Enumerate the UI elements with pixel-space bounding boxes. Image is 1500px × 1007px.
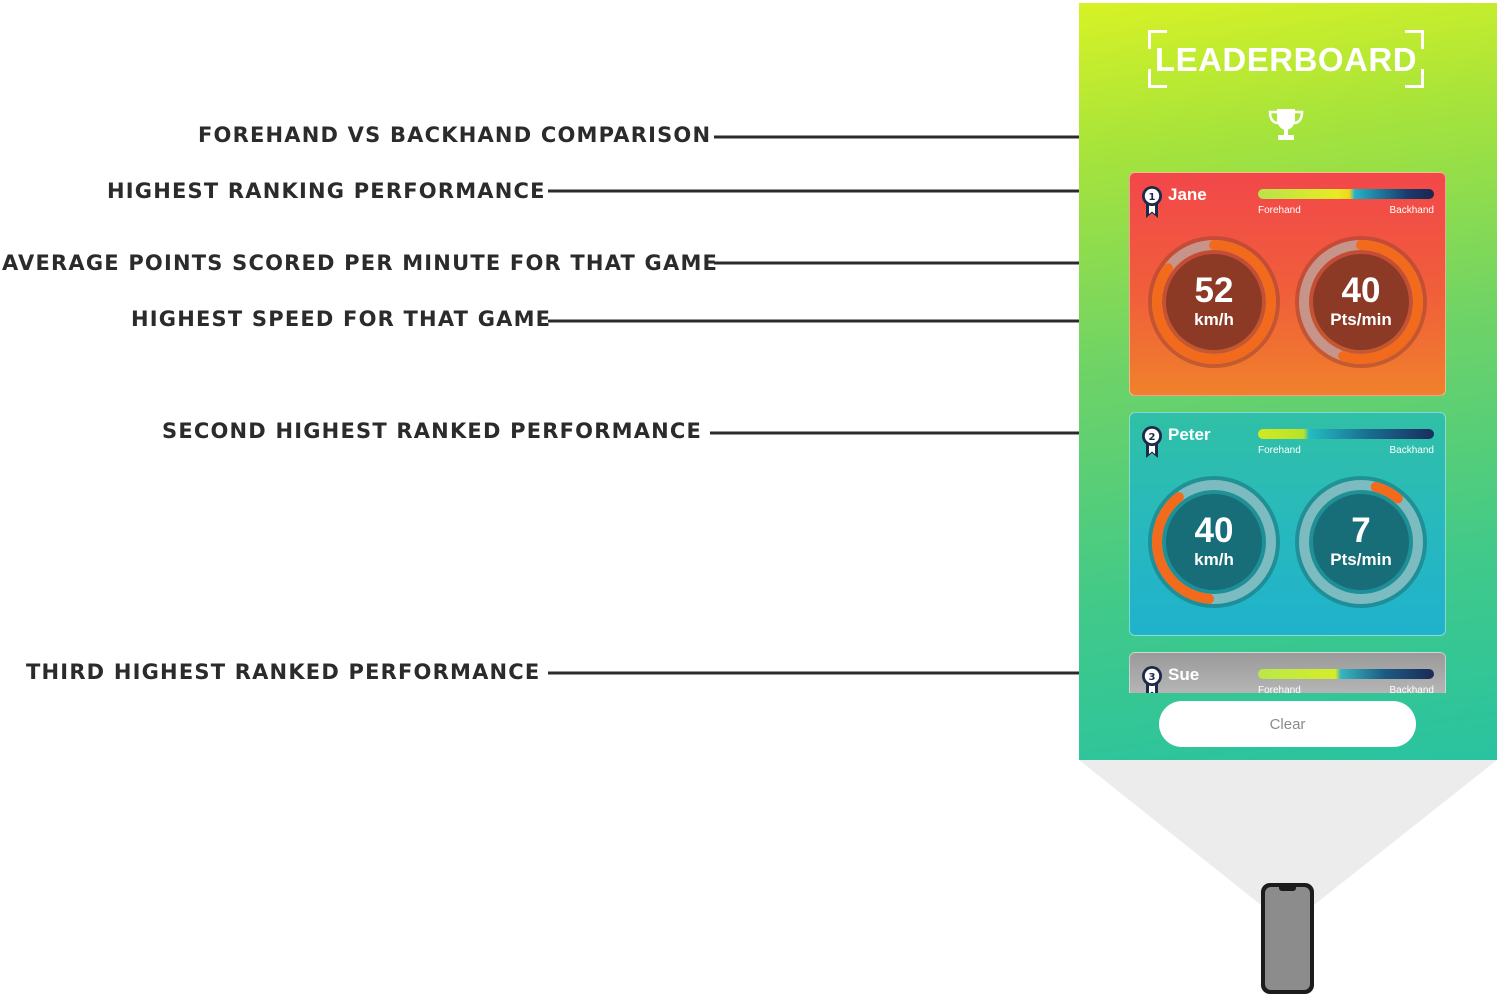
speed-gauge-arc	[1152, 240, 1276, 364]
clear-button[interactable]: Clear	[1159, 701, 1416, 747]
points-gauge: 7 Pts/min	[1292, 473, 1430, 611]
speed-value: 52	[1194, 271, 1234, 310]
rank-number: 2	[1149, 432, 1156, 443]
points-unit: Pts/min	[1330, 310, 1392, 329]
speed-gauge: 52 km/h	[1145, 233, 1283, 371]
points-gauge-arc	[1299, 240, 1423, 364]
rank-number: 3	[1149, 672, 1156, 683]
player-name: Peter	[1168, 425, 1211, 444]
backhand-label: Backhand	[1389, 685, 1434, 693]
speed-gauge: 40 km/h	[1145, 473, 1283, 611]
rank-number: 1	[1149, 192, 1156, 203]
leaderboard-title: LEADERBOARD	[1154, 41, 1418, 78]
callout-third-ranked: THIRD HIGHEST RANKED PERFORMANCE	[26, 660, 541, 684]
speed-value: 40	[1194, 511, 1234, 550]
leaderboard-panel: LEADERBOARD 1 Jane Forehand Backhand	[1079, 3, 1497, 760]
ribbon-badge-icon: 1	[1142, 186, 1162, 218]
points-value: 7	[1351, 511, 1371, 550]
ribbon-badge-icon: 3	[1142, 666, 1162, 693]
forehand-backhand-bar	[1258, 429, 1434, 439]
callout-highest-ranking: HIGHEST RANKING PERFORMANCE	[107, 179, 546, 203]
speed-gauge-arc	[1152, 480, 1276, 604]
points-gauge-arc	[1299, 480, 1423, 604]
callout-second-ranked: SECOND HIGHEST RANKED PERFORMANCE	[162, 419, 703, 443]
forehand-label: Forehand	[1258, 685, 1301, 693]
forehand-backhand-bar	[1258, 669, 1434, 679]
leaderboard-title-frame: LEADERBOARD	[1148, 30, 1424, 88]
forehand-label: Forehand	[1258, 445, 1301, 456]
speed-unit: km/h	[1194, 310, 1234, 329]
points-unit: Pts/min	[1330, 550, 1392, 569]
points-gauge: 40 Pts/min	[1292, 233, 1430, 371]
forehand-label: Forehand	[1258, 205, 1301, 216]
backhand-label: Backhand	[1389, 205, 1434, 216]
backhand-label: Backhand	[1389, 445, 1434, 456]
player-name: Jane	[1168, 185, 1207, 204]
leaderboard-card-2[interactable]: 2 Peter Forehand Backhand 40 km/h 7 P	[1129, 412, 1446, 636]
ribbon-badge-icon: 2	[1142, 426, 1162, 458]
forehand-backhand-bar	[1258, 189, 1434, 199]
leaderboard-card-1[interactable]: 1 Jane Forehand Backhand 52 km/h 40 P	[1129, 172, 1446, 396]
leaderboard-card-3[interactable]: 3 Sue Forehand Backhand	[1129, 652, 1446, 693]
callout-highest-speed: HIGHEST SPEED FOR THAT GAME	[131, 307, 552, 331]
points-value: 40	[1341, 271, 1381, 310]
speed-unit: km/h	[1194, 550, 1234, 569]
player-name: Sue	[1168, 665, 1200, 684]
phone-icon	[1261, 883, 1314, 994]
callout-forehand-backhand: FOREHAND VS BACKHAND COMPARISON	[198, 123, 712, 147]
callout-avg-points: AVERAGE POINTS SCORED PER MINUTE FOR THA…	[2, 251, 719, 275]
trophy-icon	[1268, 109, 1304, 140]
